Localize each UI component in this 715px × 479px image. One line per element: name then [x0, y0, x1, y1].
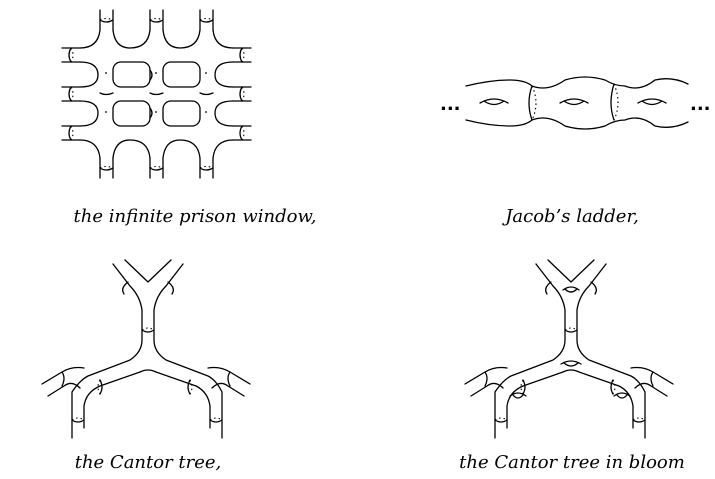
cantor-tree-caption: the Cantor tree, [75, 452, 222, 473]
prison-window-diagram [61, 9, 252, 179]
prison-window-caption: the infinite prison window, [74, 206, 317, 227]
cantor-tree-diagram [41, 259, 251, 439]
ladder-ellipsis-right: ... [690, 94, 711, 115]
cantor-tree-bloom-diagram [464, 259, 674, 439]
jacobs-ladder-caption: Jacob’s ladder, [501, 206, 639, 227]
cantor-tree-bloom-caption: the Cantor tree in bloom [459, 452, 685, 473]
jacobs-ladder-diagram: ... ... [440, 76, 711, 130]
ladder-ellipsis-left: ... [440, 94, 461, 115]
